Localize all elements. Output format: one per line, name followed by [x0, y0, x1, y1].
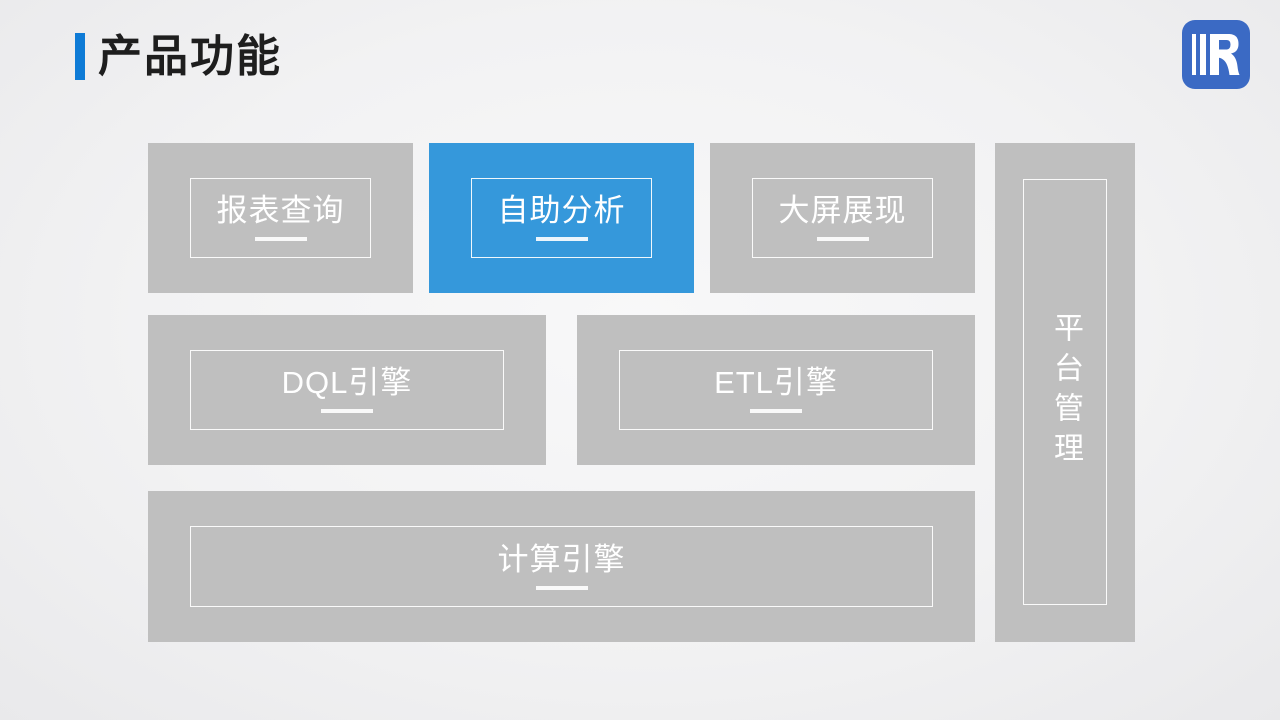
block-report-query: 报表查询 — [148, 143, 413, 293]
block-label: 大屏展现 — [778, 193, 907, 228]
label-underline — [535, 237, 588, 241]
block-label: 平台管理 — [1049, 312, 1082, 472]
slide-header: 产品功能 — [75, 33, 282, 80]
label-underline — [254, 237, 307, 241]
block-inner-border: DQL引擎 — [190, 350, 504, 430]
block-inner-border: 自助分析 — [471, 178, 652, 258]
block-inner-border: ETL引擎 — [619, 350, 933, 430]
block-inner-border: 报表查询 — [190, 178, 371, 258]
block-inner-border: 大屏展现 — [752, 178, 933, 258]
logo-r-icon — [1182, 20, 1250, 89]
block-etl-engine: ETL引擎 — [577, 315, 975, 465]
label-underline — [321, 409, 373, 413]
block-label: 报表查询 — [216, 193, 345, 228]
block-label: ETL引擎 — [714, 365, 838, 400]
title-accent-bar — [75, 33, 85, 80]
block-label: 自助分析 — [497, 193, 626, 228]
block-big-screen-display: 大屏展现 — [710, 143, 975, 293]
block-platform-management: 平台管理 — [995, 143, 1135, 642]
block-label: DQL引擎 — [281, 365, 413, 400]
block-self-service-analysis: 自助分析 — [429, 143, 694, 293]
block-dql-engine: DQL引擎 — [148, 315, 546, 465]
block-inner-border: 计算引擎 — [190, 526, 933, 607]
page-title: 产品功能 — [98, 32, 282, 81]
block-label: 计算引擎 — [497, 541, 626, 577]
company-logo-icon — [1182, 20, 1250, 89]
label-underline — [750, 409, 802, 413]
label-underline — [816, 237, 869, 241]
block-compute-engine: 计算引擎 — [148, 491, 975, 642]
label-underline — [535, 585, 588, 590]
block-inner-border: 平台管理 — [1023, 179, 1107, 605]
